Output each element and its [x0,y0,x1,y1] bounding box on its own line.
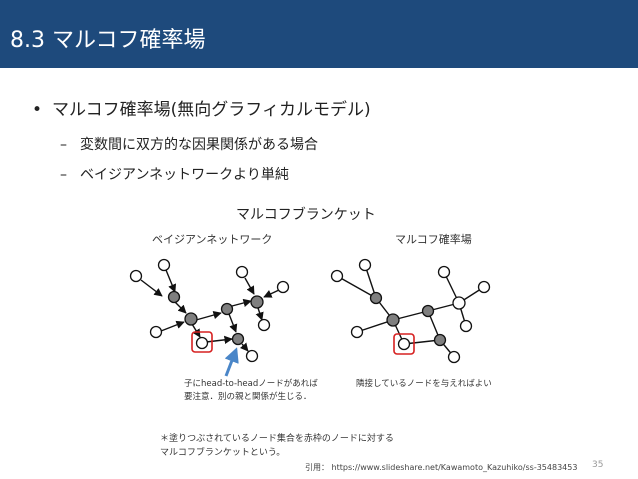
graph-node [447,350,461,364]
sub-bullet-text: 変数間に双方的な因果関係がある場合 [80,137,318,153]
edge [228,313,238,333]
edge [191,323,201,338]
graph-node [250,295,264,309]
graph-node [477,280,491,294]
graph-node [167,290,181,304]
edge [160,320,185,332]
graph-node [231,332,245,346]
graph-node [386,313,400,327]
graph-node [129,269,143,283]
slide-title: 8.3 マルコフ確率場 [10,28,206,53]
bottom-note-line: マルコフブランケットという。 [160,448,286,458]
markov-blanket-label: マルコフブランケット [236,207,376,223]
left-note: 子にhead-to-headノードがあれば 要注意．別の親と関係が生じる． [184,378,318,404]
bayesian-network-title: ベイジアンネットワーク [152,233,273,246]
markov-random-field-nodes [330,258,491,364]
graph-node [459,319,473,333]
sub-bullet-1: –変数間に双方的な因果関係がある場合 [60,134,318,154]
markov-random-field-graph [336,264,485,358]
graph-node [220,302,234,316]
main-bullet-text: マルコフ確率場(無向グラフィカルモデル) [52,100,371,120]
graph-node [257,318,271,332]
left-note-line: 要注意．別の親と関係が生じる． [184,392,312,402]
page-number: 35 [592,460,604,470]
graph-node [276,280,290,294]
highlight-box-right [393,333,415,355]
graph-node [184,312,198,326]
edge [165,269,177,293]
graph-node [452,296,466,310]
edge [263,289,280,298]
pointer-arrow [224,347,239,377]
graph-node [245,349,259,363]
edge [174,301,187,314]
edge [239,342,249,352]
graph-node [330,269,344,283]
bottom-note: ＊塗りつぶされているノード集合を赤枠のノードに対する マルコフブランケットという… [160,432,394,460]
graph-node [437,265,451,279]
edge [255,307,264,321]
graph-node [433,333,447,347]
sub-bullet-marker: – [60,137,67,153]
graph-node [235,265,249,279]
edge [205,335,233,345]
left-note-line: 子にhead-to-headノードがあれば [184,379,318,389]
edge [195,310,222,321]
markov-random-field-title: マルコフ確率場 [395,233,472,246]
highlight-box-left [191,331,213,353]
bayesian-network-nodes [129,258,290,363]
title-bar: 8.3 マルコフ確率場 [0,0,638,68]
citation: 引用： https://www.slideshare.net/Kawamoto_… [305,463,578,472]
graph-node [358,258,372,272]
graph-node [421,304,435,318]
graph-node [369,291,383,305]
edge [336,275,377,299]
sub-bullet-2: –ベイジアンネットワークより単純 [60,164,289,184]
graph-node [149,325,163,339]
right-note: 隣接しているノードを与えればよい [356,379,492,389]
graph-node [397,337,411,351]
edge [231,298,252,307]
main-bullet: • マルコフ確率場(無向グラフィカルモデル) [32,95,371,120]
sub-bullet-marker: – [60,167,67,183]
sub-bullet-text: ベイジアンネットワークより単純 [80,167,289,183]
edge [140,279,163,297]
edge [244,277,255,295]
bullet-marker: • [32,100,43,120]
graph-node [350,325,364,339]
graph-node [195,336,209,350]
graph-node [157,258,171,272]
bayesian-network-graph [140,269,280,352]
bottom-note-line: ＊塗りつぶされているノード集合を赤枠のノードに対する [160,434,394,444]
